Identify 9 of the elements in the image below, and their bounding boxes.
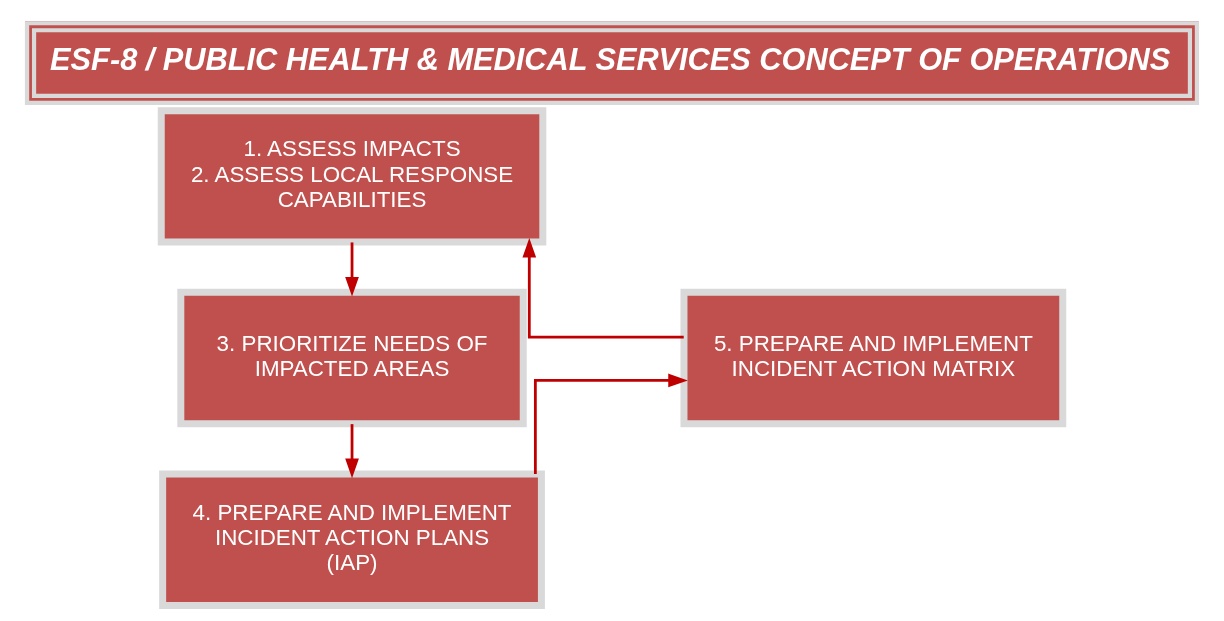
arrow — [533, 373, 688, 474]
diagram-title: ESF-8 / PUBLIC HEALTH & MEDICAL SERVICES CONCEPT OF OPERATIONS — [50, 41, 1171, 77]
arrow — [345, 424, 359, 479]
node-box: 1. ASSESS IMPACTS 2. ASSESS LOCAL RESPONSE CAPABILITIES — [157, 107, 547, 246]
arrow — [522, 237, 684, 339]
node-box: 3. PRIORITIZE NEEDS OF IMPACTED AREAS — [177, 288, 527, 428]
node-box: 4. PREPARE AND IMPLEMENT INCIDENT ACTION PLANS (IAP) — [159, 470, 545, 609]
arrow — [345, 242, 359, 297]
node-box: 5. PREPARE AND IMPLEMENT INCIDENT ACTION MATRIX — [680, 288, 1067, 428]
